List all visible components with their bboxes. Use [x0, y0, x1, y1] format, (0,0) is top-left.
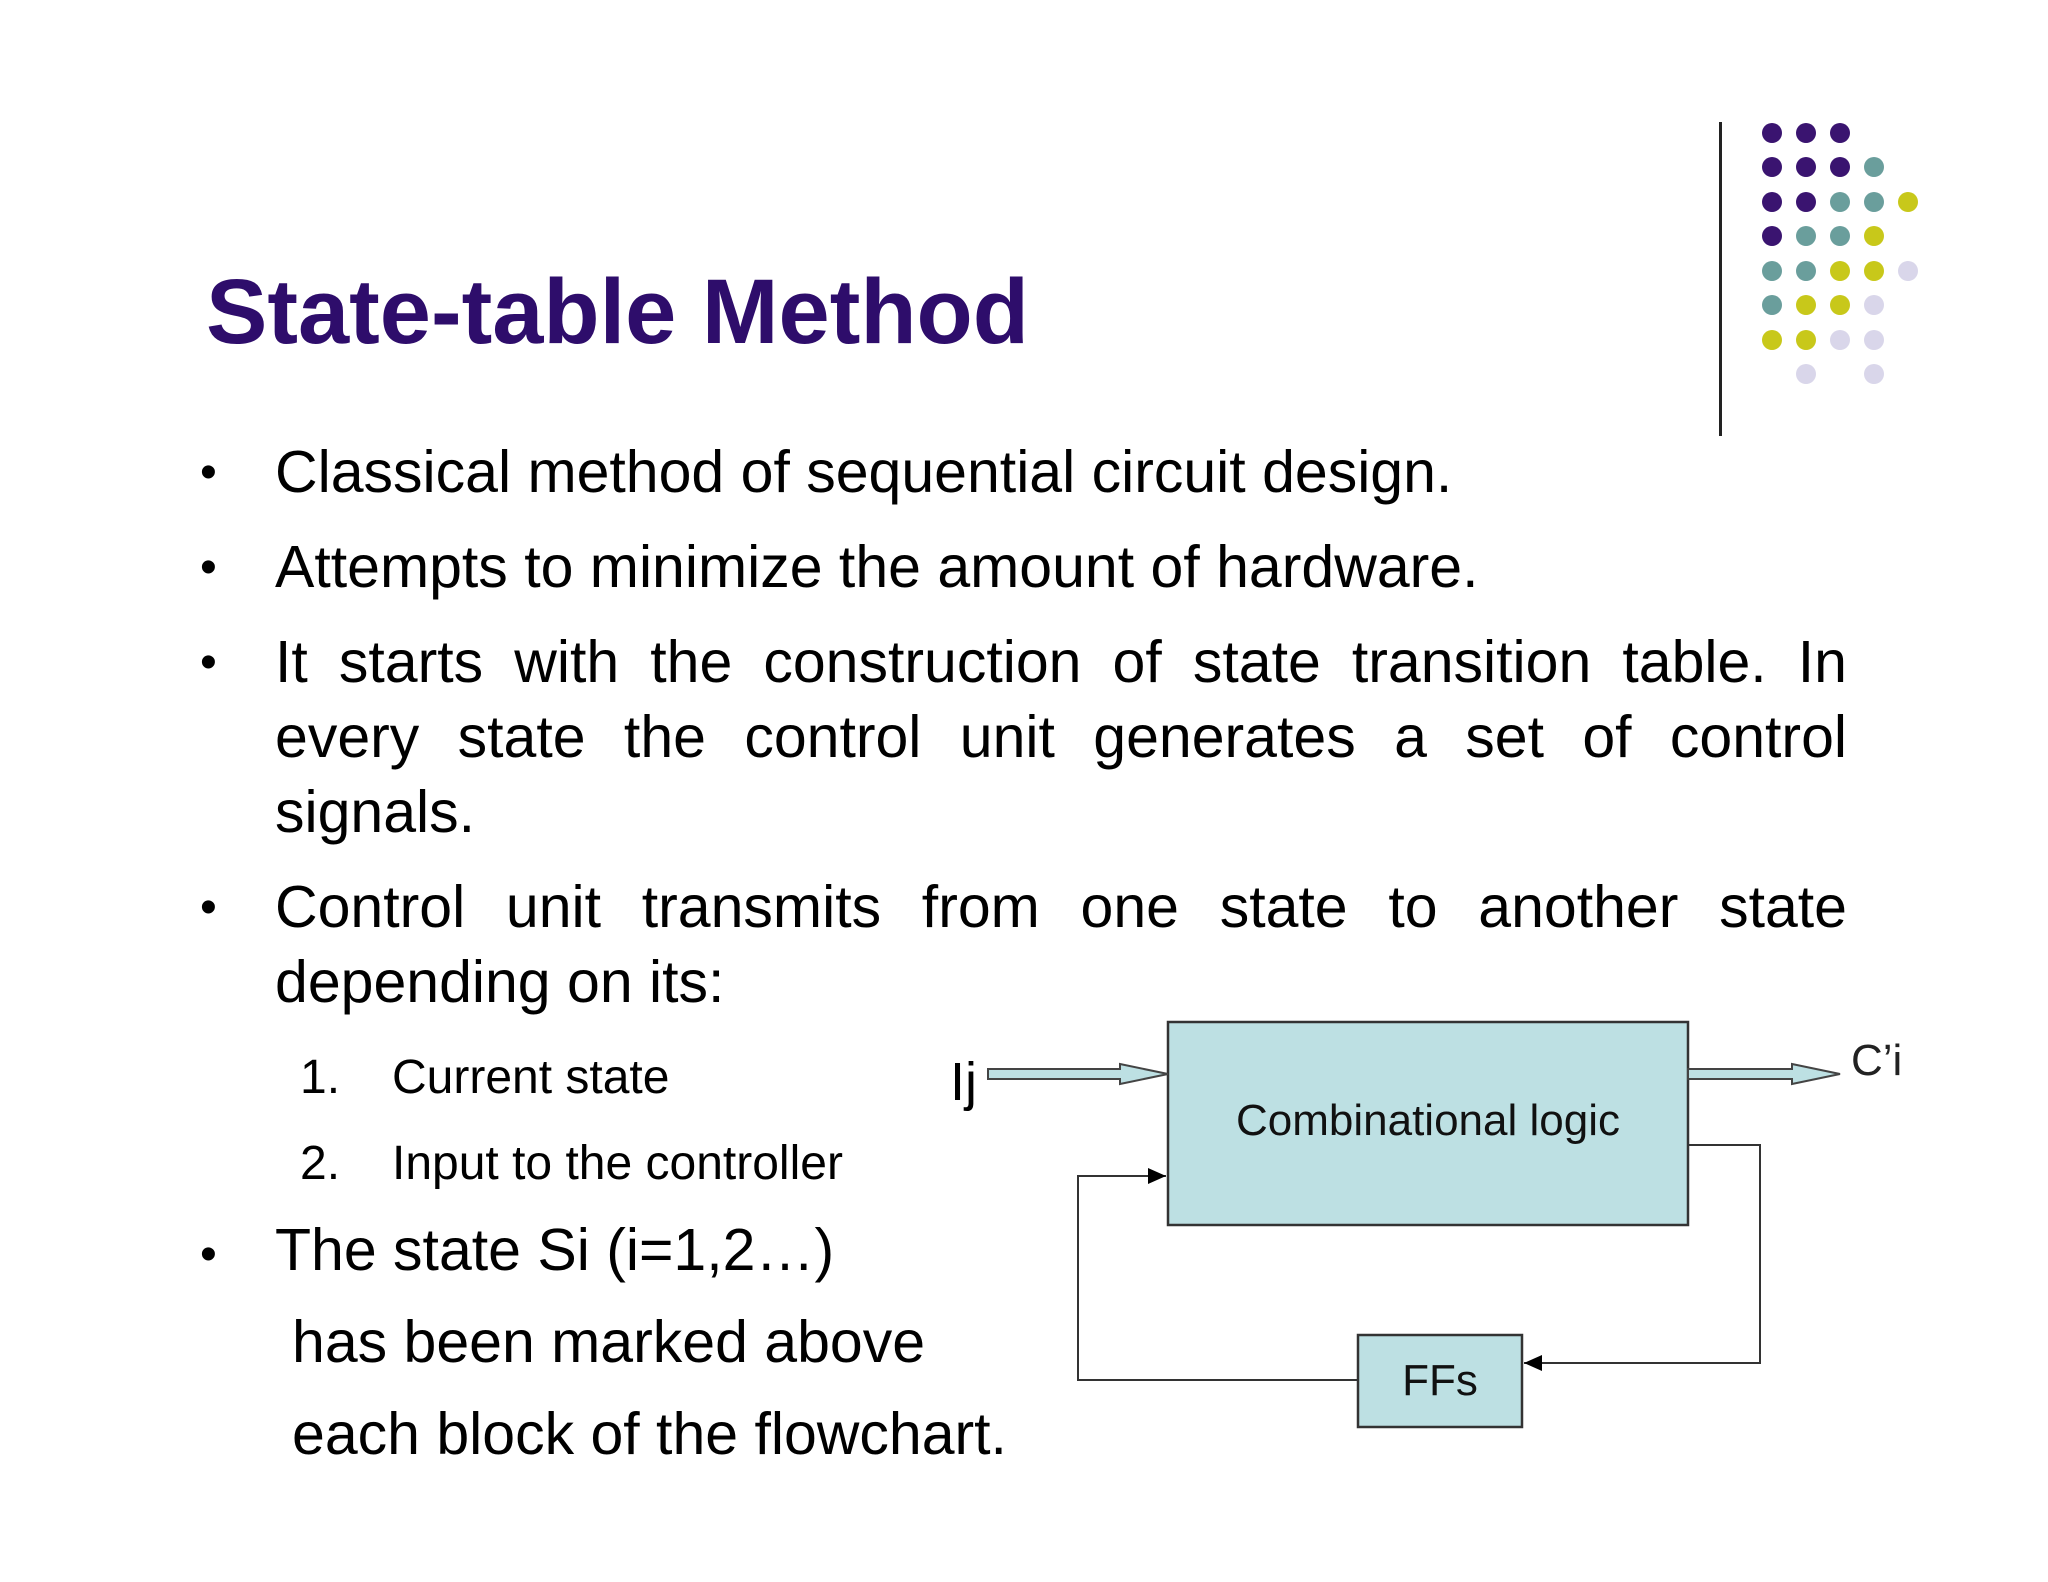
bullet-dot: • [200, 636, 217, 689]
deco-dot [1864, 364, 1884, 384]
title-divider-line [1719, 122, 1722, 436]
numbered-item-input: 2. Input to the controller [300, 1134, 843, 1194]
deco-dot [1762, 226, 1782, 246]
input-label: Ij [950, 1052, 977, 1112]
deco-dot [1762, 192, 1782, 212]
ffs-box [1356, 1333, 1524, 1429]
deco-dot [1796, 364, 1816, 384]
deco-dot [1796, 330, 1816, 350]
deco-dot [1864, 295, 1884, 315]
output-arrow [1687, 1062, 1841, 1086]
item-number: 2. [300, 1137, 341, 1190]
deco-dot [1830, 192, 1850, 212]
deco-dot [1830, 226, 1850, 246]
bullet-text: Control unit transmits from one state to… [275, 874, 1847, 1015]
bullet-text: Attempts to minimize the amount of hardw… [275, 534, 1479, 600]
decorative-dot-grid [1762, 123, 1918, 384]
bullet-dot: • [200, 881, 217, 934]
item-number: 1. [300, 1051, 341, 1104]
bullet-dot: • [200, 541, 217, 594]
bullet-text: Classical method of sequential circuit d… [275, 439, 1453, 505]
deco-dot [1830, 330, 1850, 350]
deco-dot [1864, 157, 1884, 177]
deco-dot [1864, 261, 1884, 281]
slide-title: State-table Method [206, 261, 1029, 363]
deco-dot [1796, 123, 1816, 143]
bullet-dot: • [200, 446, 217, 499]
deco-dot [1796, 295, 1816, 315]
input-arrow [987, 1062, 1169, 1086]
feedback-line-to-logic [1077, 1168, 1358, 1381]
ffs-label: FFs [1402, 1356, 1478, 1405]
deco-dot [1830, 157, 1850, 177]
item-text: Current state [392, 1051, 670, 1104]
numbered-item-current-state: 1. Current state [300, 1048, 669, 1108]
bullet-dot: • [200, 1228, 217, 1281]
deco-dot [1796, 157, 1816, 177]
deco-dot [1864, 226, 1884, 246]
deco-dot [1864, 192, 1884, 212]
deco-dot [1762, 295, 1782, 315]
last-bullet-line1: • The state Si (i=1,2…) [200, 1213, 834, 1292]
last-bullet-text-3: each block of the flowchart. [292, 1401, 1007, 1467]
deco-dot [1762, 261, 1782, 281]
deco-dot [1796, 261, 1816, 281]
deco-dot [1898, 192, 1918, 212]
last-bullet-text-2: has been marked above [292, 1309, 926, 1375]
combinational-logic-label: Combinational logic [1236, 1096, 1620, 1145]
deco-dot [1830, 123, 1850, 143]
output-label: C’i [1851, 1036, 1902, 1085]
deco-dot [1830, 295, 1850, 315]
deco-dot [1864, 330, 1884, 350]
last-bullet-text-1: The state Si (i=1,2…) [275, 1217, 835, 1283]
deco-dot [1762, 330, 1782, 350]
deco-dot [1762, 157, 1782, 177]
item-text: Input to the controller [392, 1137, 843, 1190]
feedback-line-to-ffs [1524, 1144, 1761, 1371]
deco-dot [1762, 123, 1782, 143]
deco-dot [1898, 261, 1918, 281]
deco-dot [1796, 226, 1816, 246]
bullet-text: It starts with the construction of state… [275, 629, 1847, 845]
deco-dot [1796, 192, 1816, 212]
deco-dot [1830, 261, 1850, 281]
combinational-logic-box [1166, 1020, 1690, 1227]
